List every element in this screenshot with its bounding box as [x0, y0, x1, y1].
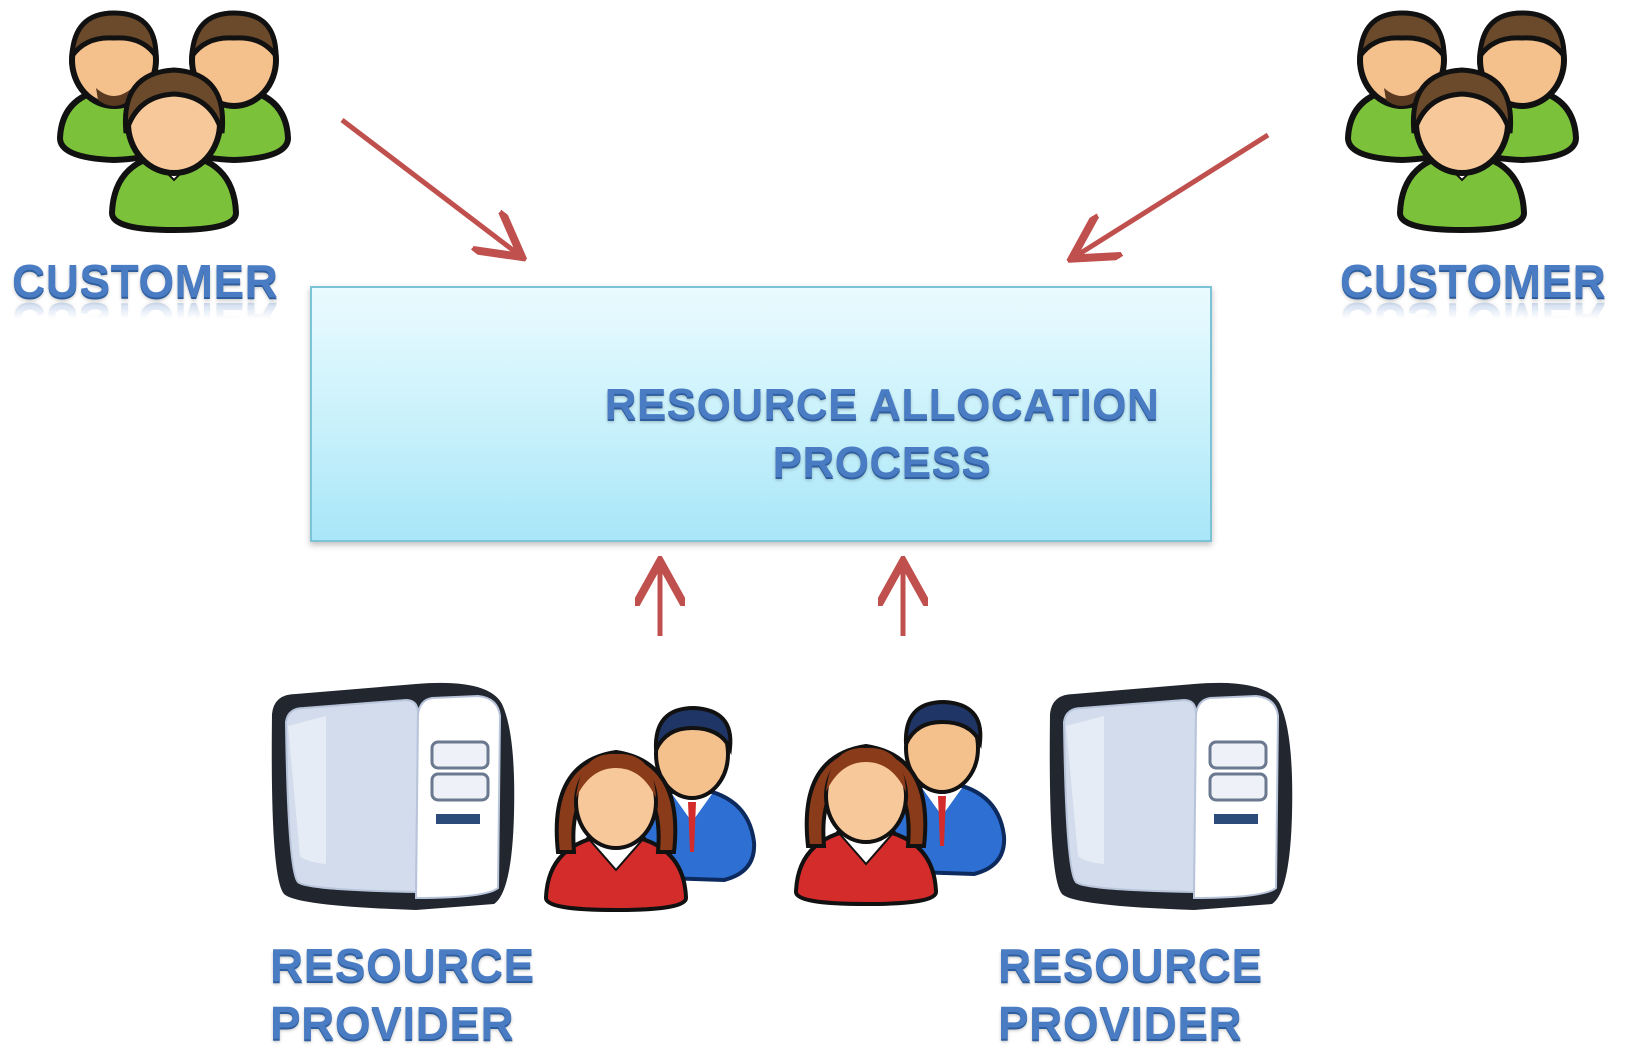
staff-female-person [543, 749, 689, 913]
resource-allocation-process-box: RESOURCE ALLOCATION PROCESS [310, 286, 1212, 542]
staff-pair-icon [793, 699, 1007, 907]
customer-group-icon [56, 10, 292, 234]
arrow-customer-left-to-process [340, 118, 518, 254]
customer-label-left: CUSTOMER [12, 255, 279, 307]
resource-provider-label-left: RESOURCE PROVIDER [270, 939, 535, 1049]
customer-label-right: CUSTOMER [1340, 255, 1607, 307]
arrow-customer-right-to-process [1076, 132, 1270, 256]
server-icon [1049, 682, 1293, 910]
customer-front-person [108, 67, 240, 234]
resource-provider-label-right: RESOURCE PROVIDER [998, 939, 1263, 1049]
customer-front-person [1396, 67, 1528, 234]
staff-pair-icon [543, 705, 757, 913]
staff-female-person [793, 743, 939, 907]
customer-group-icon [1344, 10, 1580, 234]
process-title: RESOURCE ALLOCATION PROCESS [604, 380, 1160, 487]
server-icon [271, 682, 515, 910]
